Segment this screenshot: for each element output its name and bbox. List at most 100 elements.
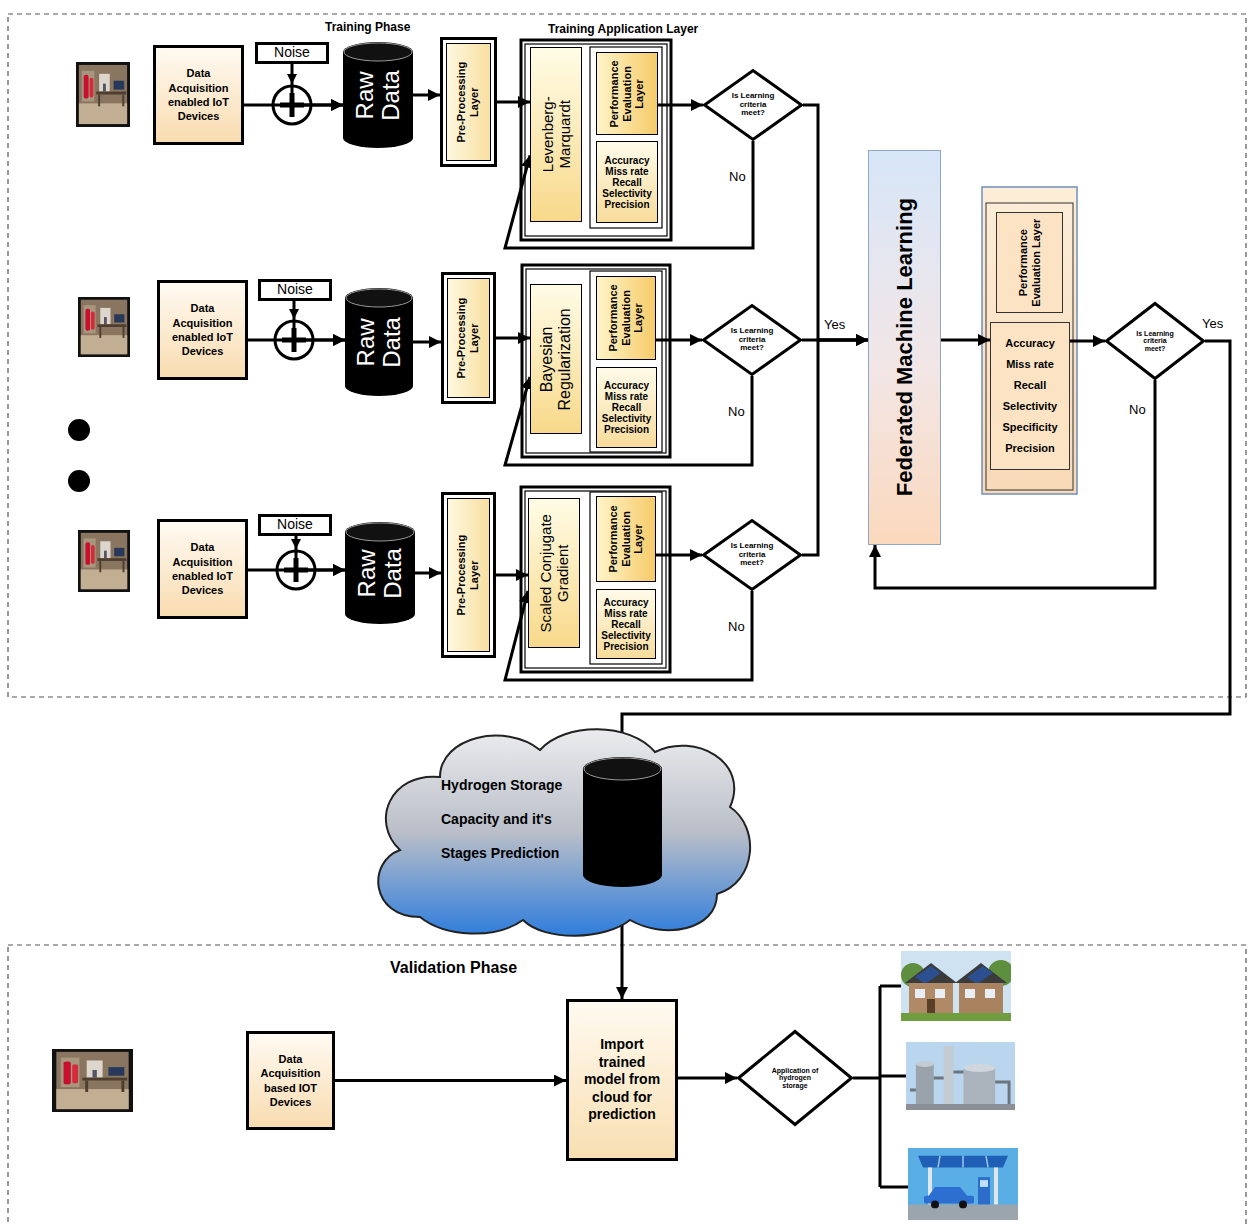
cylinder-rim (346, 523, 414, 541)
node-text: Raw Data (352, 57, 405, 133)
lab-photo (78, 530, 130, 592)
node-text: Federated Machine Learning (892, 163, 916, 533)
evaluation-box: Performance Evaluation Layer (996, 212, 1063, 313)
device-box: Data Acquisition based IOT Devices (246, 1031, 335, 1130)
ellipsis-dots (68, 419, 90, 441)
layer-frame (590, 492, 662, 664)
layer-frame (522, 265, 670, 457)
flow-arrow (656, 554, 702, 557)
flow-arrow (658, 104, 703, 107)
process-box: Import trained model from cloud for pred… (566, 999, 678, 1161)
node-text: Performance Evaluation Layer (1017, 218, 1042, 308)
node-text: Levenberg-Marquardt (539, 70, 574, 200)
evaluation-box: Performance Evaluation Layer (596, 276, 656, 360)
node-text: Application of hydrogen storage (766, 1067, 824, 1089)
layer-frame (590, 271, 662, 452)
layer-frame (525, 44, 667, 236)
node-text: Accuracy Miss rate Recall Selectivity Pr… (599, 155, 655, 210)
phase-frame (8, 14, 1246, 697)
layer-frame (521, 40, 671, 672)
flow-arrow (335, 1079, 566, 1082)
flow-arrow (678, 1077, 737, 1080)
phase-label: Training Phase (325, 20, 410, 34)
node-text: Is Learning criteria meet? (1133, 330, 1177, 352)
process-box: Pre-Processing Layer (440, 37, 497, 167)
database-cylinder: Raw Data (345, 288, 413, 396)
node-text: Pre-Processing Layer (455, 528, 481, 623)
flow-arrow (802, 340, 868, 555)
node-text: Scaled Conjugate Gradient (537, 506, 572, 641)
node-text: Accuracy Miss rate Recall Selectivity Sp… (993, 333, 1067, 458)
node-text: Raw Data (353, 303, 406, 381)
edge-label: No (728, 619, 745, 634)
noise-box: Noise (258, 279, 332, 301)
decision-diamond: Is Learning criteria meet? (1105, 302, 1205, 380)
algorithm-box: Scaled Conjugate Gradient (528, 498, 580, 648)
layer-frame (521, 40, 671, 240)
process-box: Federated Machine Learning (868, 150, 941, 545)
node-text: Pre-Processing Layer (455, 291, 481, 386)
flow-arrow (413, 341, 441, 344)
lab-photo (76, 62, 130, 127)
noise-box: Noise (258, 514, 332, 536)
diamond-outline (705, 71, 802, 140)
process-box: Pre-Processing Layer (441, 272, 496, 404)
noise-box: Noise (255, 42, 329, 64)
edge-label: No (729, 169, 746, 184)
database-cylinder: Raw Data (345, 522, 415, 624)
ellipsis-dots (68, 470, 90, 492)
node-text: Hydrogen Storage Capacity and it's Stage… (441, 768, 571, 870)
node-text: Is Learning criteria meet? (729, 542, 775, 567)
flow-arrow (941, 339, 990, 342)
node-text: Data Acquisition enabled IoT Devices (158, 66, 239, 123)
node-text: Is Learning criteria meet? (730, 92, 776, 117)
application-photo (901, 951, 1018, 1220)
application-photo (908, 1148, 1018, 1220)
device-box: Data Acquisition enabled IoT Devices (157, 280, 248, 380)
cloud-outline (378, 729, 750, 936)
application-photo (906, 1042, 1015, 1110)
device-box: Data Acquisition enabled IoT Devices (153, 45, 244, 145)
phase-frame (8, 945, 1246, 1226)
flow-arrow (496, 574, 528, 577)
device-box: Data Acquisition enabled IoT Devices (157, 519, 248, 619)
cloud-outline (365, 722, 755, 942)
node-text: Performance Evaluation Layer (607, 503, 645, 575)
edge-label: Yes (1202, 316, 1223, 331)
node-text: Accuracy Miss rate Recall Selectivity Pr… (599, 597, 653, 652)
database-cylinder (583, 757, 662, 887)
cylinder-outline (343, 42, 413, 148)
decision-diamond: Is Learning criteria meet? (702, 519, 802, 591)
flow-arrow (415, 572, 441, 575)
node-text: Data Acquisition based IOT Devices (251, 1052, 330, 1109)
decision-diamond: Is Learning criteria meet? (703, 69, 803, 141)
cloud-storage: Hydrogen Storage Capacity and it's Stage… (365, 722, 755, 942)
node-text: Noise (263, 517, 327, 532)
layer-frame (526, 269, 666, 453)
cylinder-outline (345, 288, 413, 396)
decision-diamond: Is Learning criteria meet? (702, 304, 802, 376)
flow-arrow (497, 101, 530, 104)
node-text: Bayesian Regularization (538, 294, 575, 424)
cylinder-outline (345, 522, 415, 624)
node-text: Noise (260, 45, 324, 60)
flow-arrow (803, 105, 868, 340)
application-wire (853, 986, 908, 1187)
flow-arrow (294, 301, 345, 340)
diamond-outline (1107, 304, 1204, 379)
lab-photo (52, 1049, 133, 1112)
metric-box: Accuracy Miss rate Recall Selectivity Sp… (990, 322, 1070, 470)
diamond-outline (739, 1032, 852, 1125)
node-text: Data Acquisition enabled IoT Devices (162, 540, 243, 597)
flow-arrow (656, 339, 702, 342)
layer-frame (521, 487, 670, 672)
edge-label: No (1129, 402, 1146, 417)
diamond-outline (704, 306, 801, 375)
node-text: Import trained model from cloud for pred… (581, 1036, 663, 1124)
evaluation-panel (982, 187, 1077, 494)
metric-box: Accuracy Miss rate Recall Selectivity Pr… (596, 589, 656, 659)
evaluation-box: Performance Evaluation Layer (596, 52, 658, 135)
node-text: Accuracy Miss rate Recall Selectivity Pr… (599, 380, 654, 435)
cylinder-rim (346, 289, 412, 307)
cylinder-rim (344, 43, 412, 61)
